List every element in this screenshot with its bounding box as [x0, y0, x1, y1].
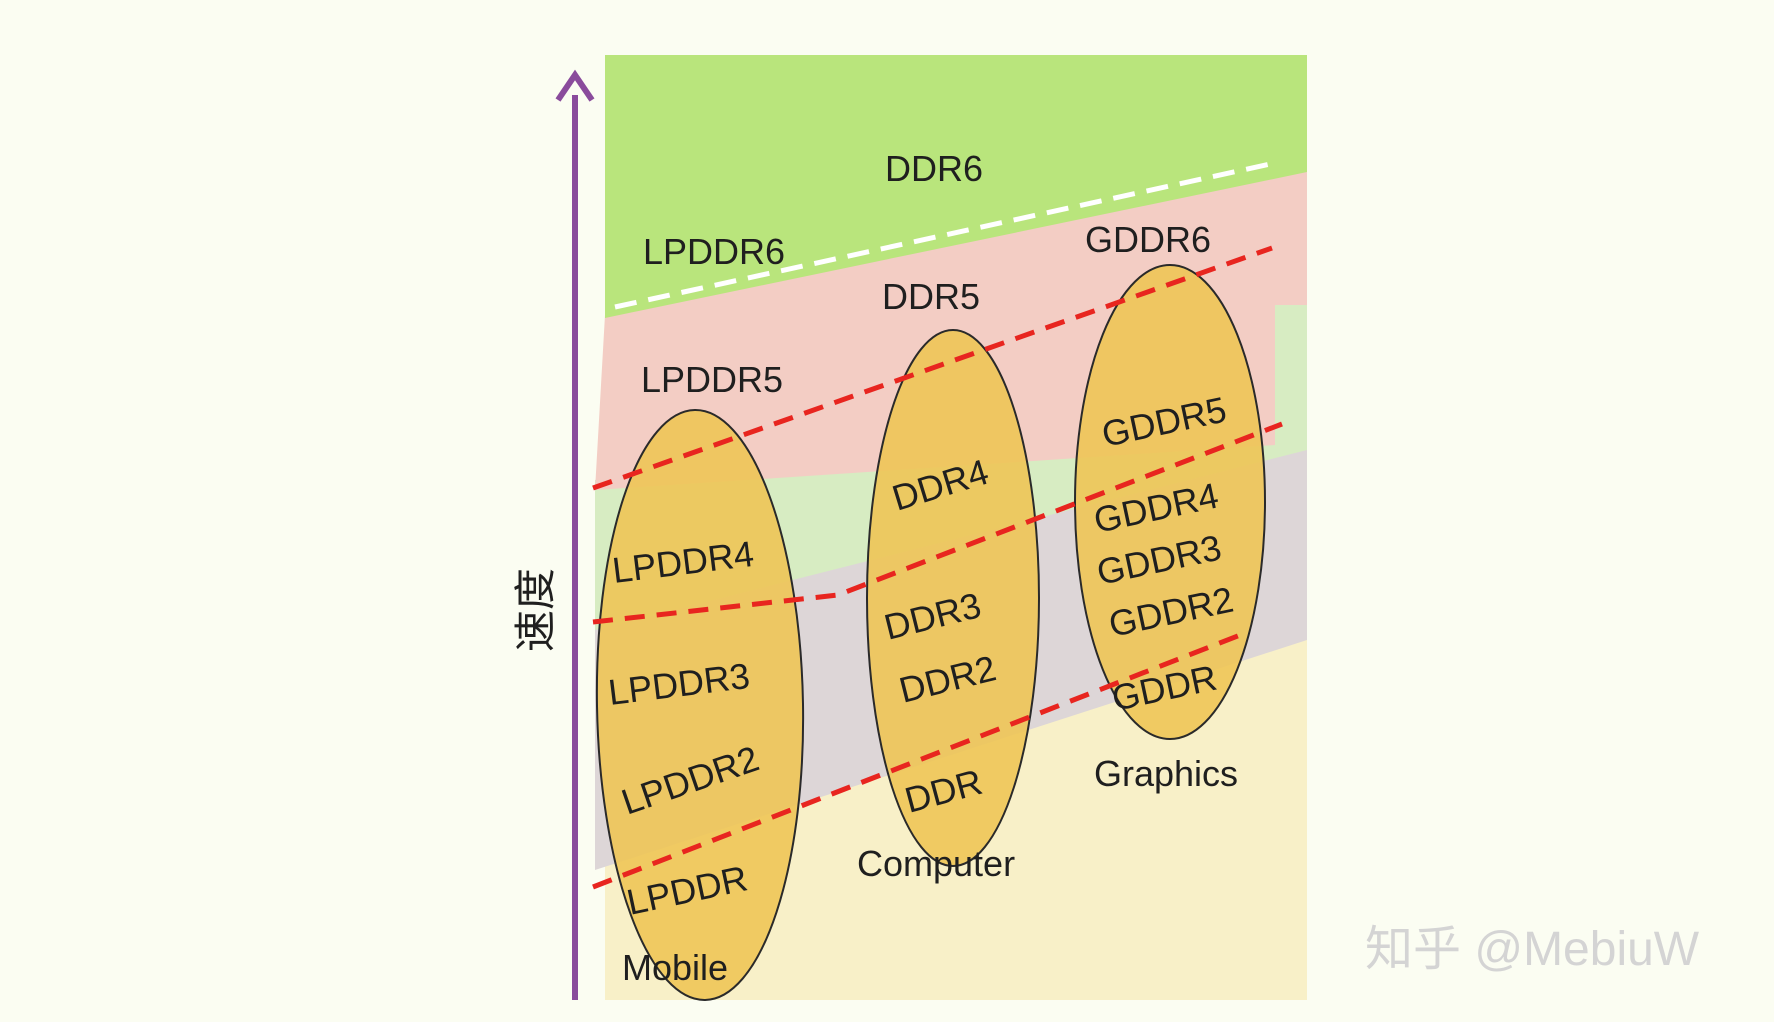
label-ddr6: DDR6 — [885, 148, 983, 189]
divider-white — [614, 160, 1276, 310]
group-label-mobile: Mobile — [622, 947, 728, 988]
ellipse-graphics — [1074, 264, 1266, 740]
ellipse-mobile — [595, 409, 805, 1001]
label-ddr5: DDR5 — [882, 276, 980, 317]
label-lpddr5: LPDDR5 — [641, 359, 783, 400]
divider-red-1 — [592, 245, 1273, 491]
divider-red-2 — [592, 421, 1283, 625]
label-gddr6: GDDR6 — [1085, 219, 1211, 260]
divider-red-3 — [592, 629, 1249, 890]
label-lpddr6: LPDDR6 — [643, 231, 785, 272]
speed-axis-arrowhead — [555, 69, 595, 102]
watermark: 知乎 @MebiuW — [1365, 923, 1700, 976]
group-label-graphics: Graphics — [1094, 753, 1238, 794]
band-top-green — [605, 55, 1307, 318]
group-label-computer: Computer — [857, 843, 1015, 884]
speed-axis-label: 速度 — [511, 568, 560, 652]
